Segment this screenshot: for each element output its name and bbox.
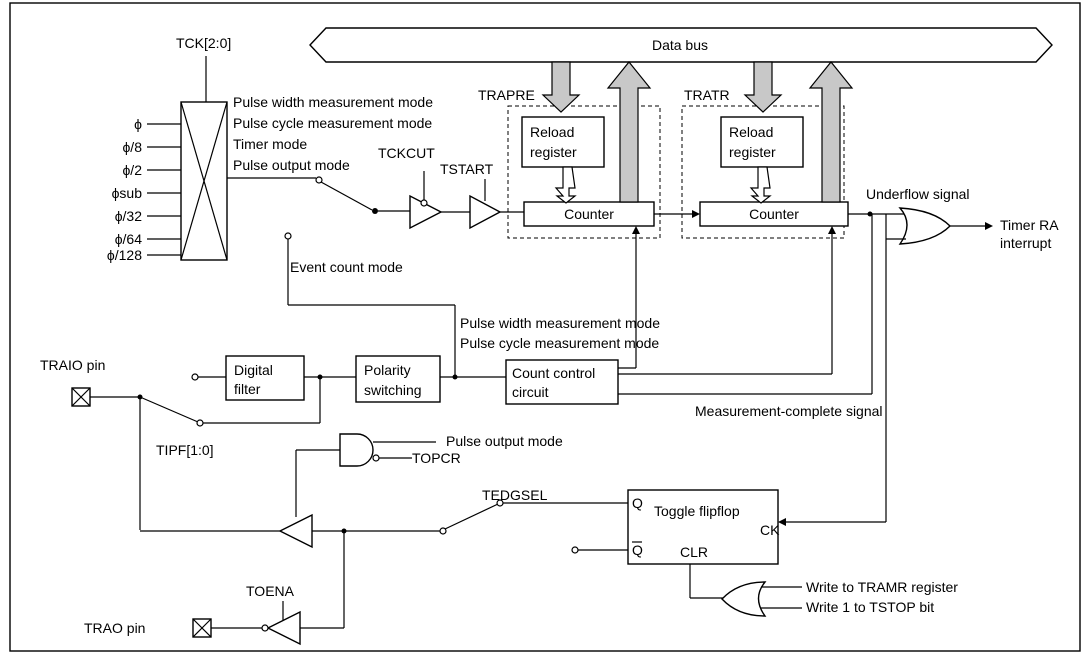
tipf-label: TIPF[1:0]: [156, 442, 214, 458]
underflow-label: Underflow signal: [866, 186, 970, 202]
tratr-label: TRATR: [684, 87, 730, 103]
topcr-label: TOPCR: [412, 450, 461, 466]
data-bus-label: Data bus: [652, 37, 708, 53]
pulse-output-and-gate: [339, 433, 374, 467]
polarity-label-1: Polarity: [364, 362, 411, 378]
timer-ra-label-2: interrupt: [1000, 235, 1051, 251]
trao-pin-label: TRAO pin: [84, 620, 145, 636]
write-tramr-label: Write to TRAMR register: [806, 579, 958, 595]
tck-label: TCK[2:0]: [176, 35, 231, 51]
flipflop-q-label: Q: [632, 495, 643, 511]
interrupt-or-gate: [898, 207, 951, 245]
write-tstop-label: Write 1 to TSTOP bit: [806, 599, 934, 615]
tratr-reload-label-1: Reload: [729, 124, 773, 140]
count-control-label-1: Count control: [512, 365, 595, 381]
mode-label-event-count: Event count mode: [290, 259, 403, 275]
clock-input-phi-64: ϕ/64: [115, 231, 143, 247]
clock-input-phi-32: ϕ/32: [115, 208, 143, 224]
trapre-reload-label-1: Reload: [530, 124, 574, 140]
toena-label: TOENA: [246, 583, 295, 599]
flipflop-clr-label: CLR: [680, 544, 708, 560]
tratr-bus-up-arrow: [808, 61, 854, 203]
digital-filter-label-1: Digital: [234, 362, 273, 378]
switch-terminal-event: [284, 232, 292, 240]
clock-input-phi: ϕ: [134, 116, 142, 132]
count-control-label-2: circuit: [512, 384, 549, 400]
tedgsel-label: TEDGSEL: [482, 487, 548, 503]
polarity-label-2: switching: [364, 382, 422, 398]
tratr-counter: [699, 201, 849, 227]
clock-input-phi-2: ϕ/2: [122, 162, 142, 178]
trapre-counter-label: Counter: [564, 206, 614, 222]
trapre-bus-up-arrow: [606, 61, 652, 203]
source-switch-arm: [320, 181, 373, 211]
trapre-counter: [523, 201, 655, 227]
measurement-complete-label: Measurement-complete signal: [695, 403, 883, 419]
trapre-load-arrow: [554, 166, 577, 204]
tratr-counter-label: Counter: [749, 206, 799, 222]
clr-or-gate: [721, 581, 767, 617]
digital-filter-label-2: filter: [234, 381, 261, 397]
pulse-output-label: Pulse output mode: [446, 433, 563, 449]
count-control-circuit: [505, 359, 619, 405]
switch-pivot: [372, 208, 378, 214]
tratr-reload-register: [720, 116, 804, 168]
traio-pin-label: TRAIO pin: [40, 357, 105, 373]
trapre-bus-down-arrow: [541, 61, 581, 113]
pulse-width-label: Pulse width measurement mode: [460, 315, 660, 331]
timer-ra-label-1: Timer RA: [1000, 217, 1059, 233]
flipflop-ck-label: CK: [760, 522, 780, 538]
mode-label-timer: Timer mode: [233, 136, 307, 152]
toena-buffer: [266, 610, 301, 646]
tratr-bus-down-arrow: [743, 61, 783, 113]
tratr-load-arrow: [749, 166, 772, 204]
tipf-switch-arm: [139, 396, 199, 423]
toggle-flipflop: [627, 489, 779, 565]
tratr-reload-label-2: register: [729, 144, 776, 160]
data-bus-shape: [309, 27, 1053, 63]
trapre-reload-label-2: register: [530, 144, 577, 160]
flipflop-label: Toggle flipflop: [654, 503, 740, 519]
trapre-reload-register: [521, 116, 605, 168]
mode-label-pulse-width: Pulse width measurement mode: [233, 94, 433, 110]
digital-filter: [225, 355, 305, 401]
trapre-label: TRAPRE: [478, 87, 535, 103]
switch-terminal-clock: [315, 176, 323, 184]
tedgsel-switch-arm: [444, 503, 499, 530]
mode-label-pulse-output: Pulse output mode: [233, 157, 350, 173]
pulse-cycle-label: Pulse cycle measurement mode: [460, 335, 659, 351]
clock-input-lines: [147, 123, 181, 256]
flipflop-qbar-label: Q: [632, 542, 643, 558]
clock-input-phisub: ϕsub: [112, 185, 143, 201]
clock-input-phi-128: ϕ/128: [107, 247, 142, 263]
tstart-label: TSTART: [440, 161, 494, 177]
tckcut-label: TCKCUT: [378, 145, 435, 161]
trapre-group: [507, 105, 661, 239]
tstart-gate: [469, 194, 502, 230]
clock-input-phi-8: ϕ/8: [122, 139, 142, 155]
polarity-switching: [355, 355, 441, 403]
mode-label-pulse-cycle: Pulse cycle measurement mode: [233, 115, 432, 131]
